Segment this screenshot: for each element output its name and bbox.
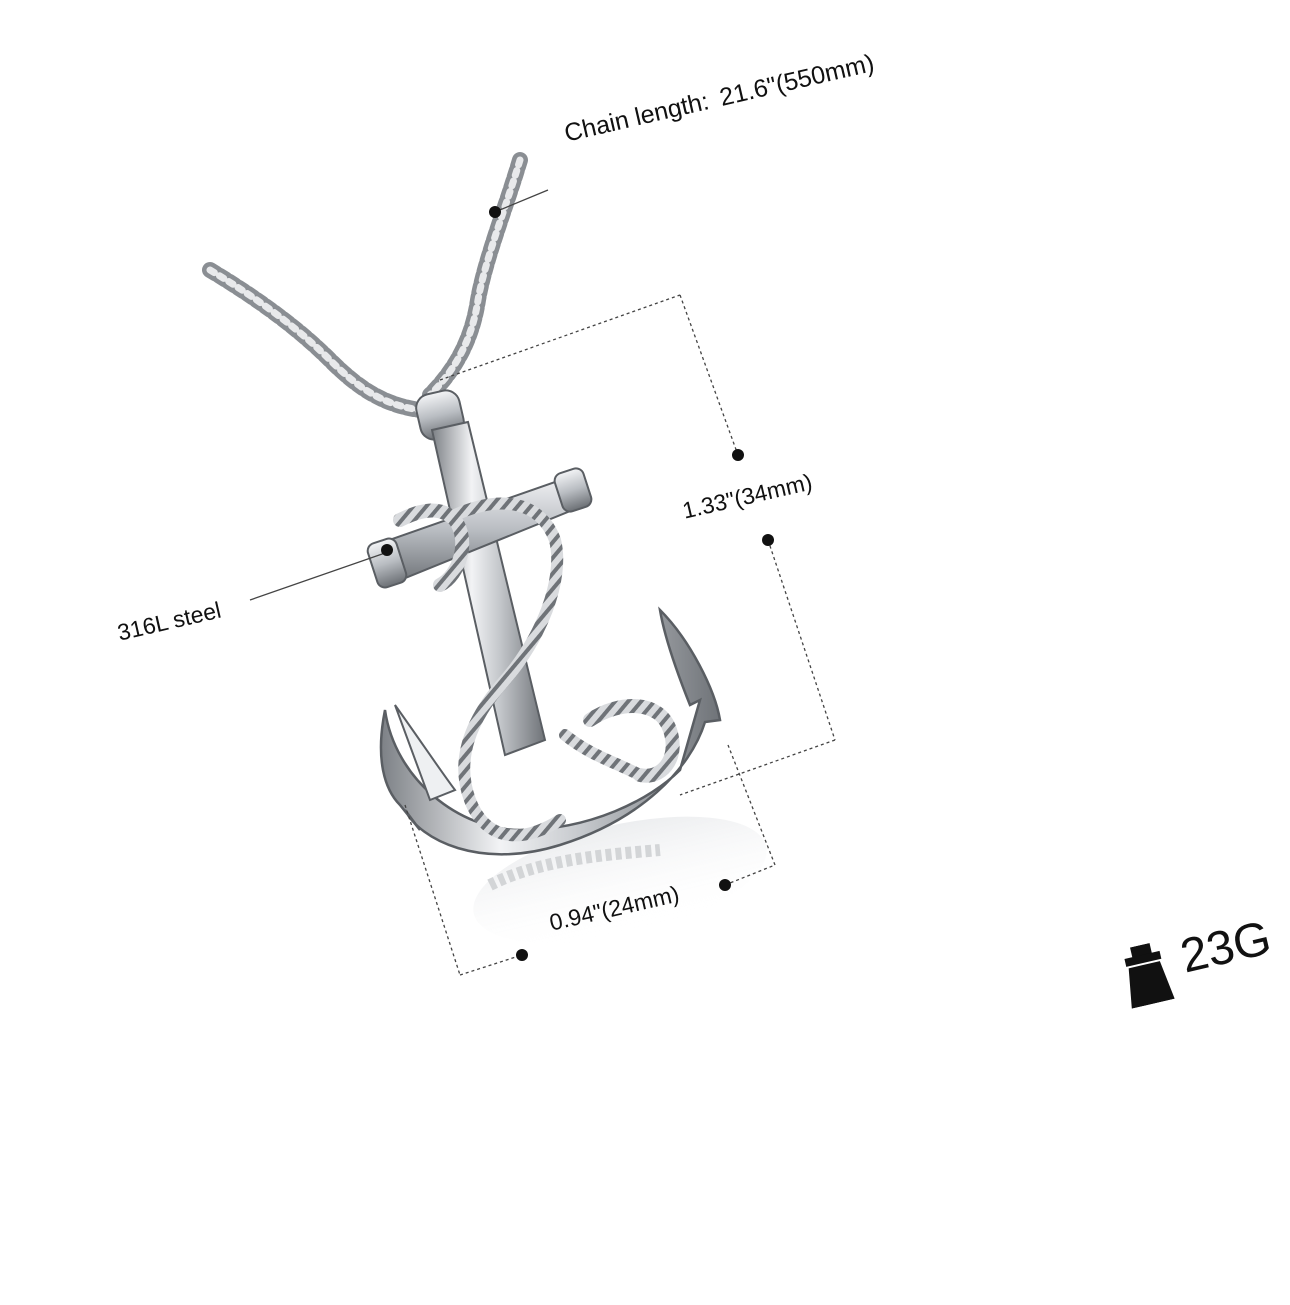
anchor-pendant (366, 389, 722, 856)
weight-icon (1124, 942, 1175, 1009)
dimension-markers (381, 206, 774, 961)
weight-badge: 23G (1112, 911, 1276, 1019)
anchor-rope (393, 497, 680, 842)
dimension-guides (249, 189, 836, 976)
chain (202, 152, 528, 418)
